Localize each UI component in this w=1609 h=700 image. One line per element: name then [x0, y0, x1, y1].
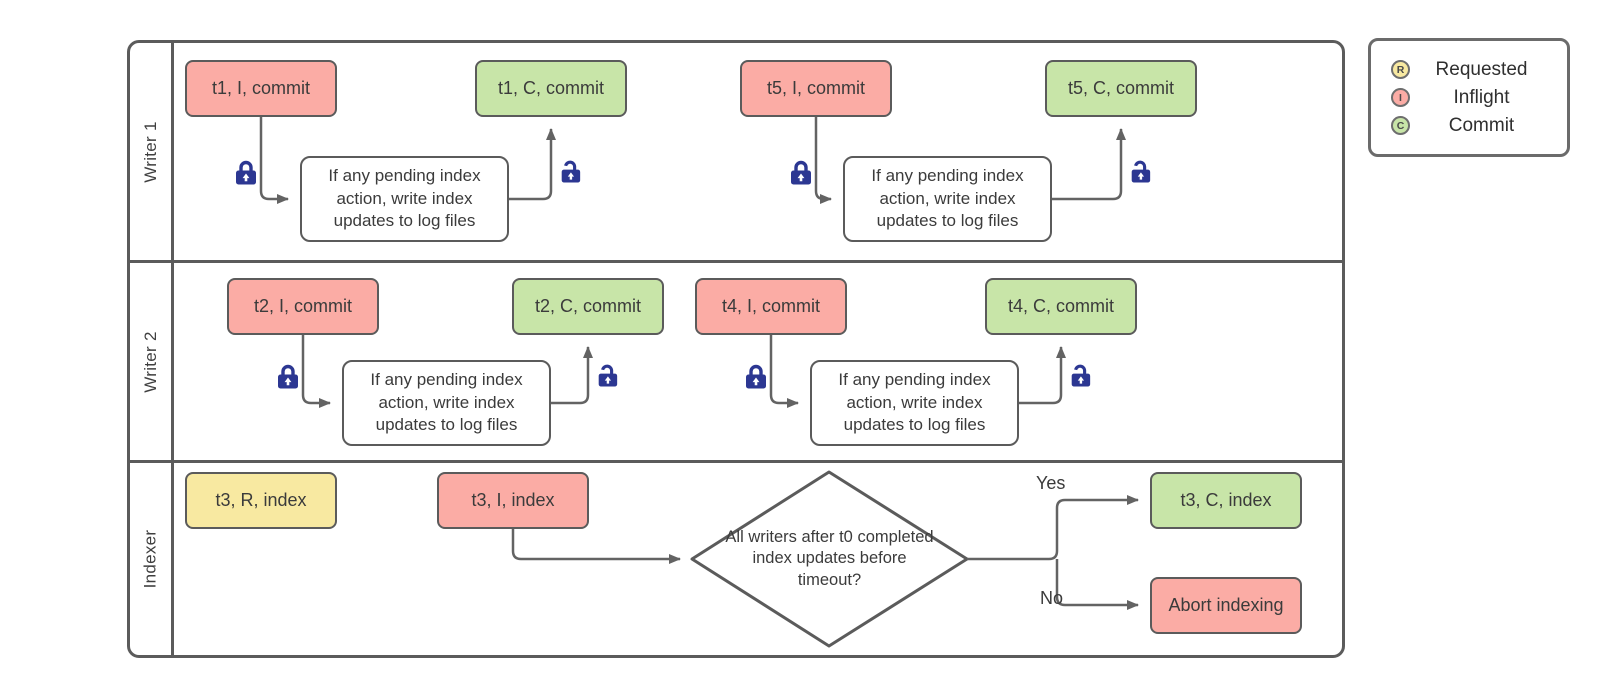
legend-label-commit: Commit: [1448, 114, 1515, 136]
node-t1-commit: t1, C, commit: [475, 60, 627, 117]
yes-edge-label: Yes: [1036, 473, 1066, 493]
inflight-state-icon: I: [1391, 88, 1410, 107]
lane-writer-1: Writer 1: [130, 43, 1342, 260]
process-box-writer2-a: If any pending index action, write index…: [342, 360, 551, 446]
decision-diamond-label: All writers after t0 completed index upd…: [725, 527, 934, 589]
lock-closed-icon: [276, 362, 300, 390]
legend-row-commit: C Commit: [1391, 115, 1553, 137]
process-box-writer1-a: If any pending index action, write index…: [300, 156, 509, 242]
process-box-writer1-b: If any pending index action, write index…: [843, 156, 1052, 242]
node-t4-inflight: t4, I, commit: [695, 278, 847, 335]
lane-indexer: Indexer: [130, 460, 1342, 655]
legend-row-requested: R Requested: [1391, 59, 1553, 81]
process-box-writer2-b: If any pending index action, write index…: [810, 360, 1019, 446]
node-t3-commit: t3, C, index: [1150, 472, 1302, 529]
lock-open-icon: [1068, 361, 1092, 389]
lock-open-icon: [558, 157, 582, 185]
node-t2-inflight: t2, I, commit: [227, 278, 379, 335]
legend: R Requested I Inflight C Commit: [1368, 38, 1570, 157]
swimlane-pool: Writer 1 Writer 2 Indexer: [127, 40, 1345, 658]
lock-closed-icon: [234, 158, 258, 186]
legend-row-inflight: I Inflight: [1391, 87, 1553, 109]
node-t1-inflight: t1, I, commit: [185, 60, 337, 117]
lock-closed-icon: [789, 158, 813, 186]
lane-label-writer-1: Writer 1: [140, 120, 160, 183]
node-t2-commit: t2, C, commit: [512, 278, 664, 335]
lane-label-writer-2: Writer 2: [140, 330, 160, 393]
node-t5-inflight: t5, I, commit: [740, 60, 892, 117]
no-edge-label: No: [1040, 588, 1064, 608]
node-t4-commit: t4, C, commit: [985, 278, 1137, 335]
commit-state-icon: C: [1391, 116, 1410, 135]
requested-state-icon: R: [1391, 60, 1410, 79]
lock-open-icon: [1128, 157, 1152, 185]
lane-writer-2: Writer 2: [130, 260, 1342, 460]
lane-indexer-header: Indexer: [130, 463, 174, 655]
lane-writer-1-header: Writer 1: [130, 43, 174, 260]
lock-closed-icon: [744, 362, 768, 390]
lock-open-icon: [595, 361, 619, 389]
node-t3-inflight: t3, I, index: [437, 472, 589, 529]
legend-label-requested: Requested: [1435, 58, 1528, 80]
lane-label-indexer: Indexer: [140, 529, 160, 589]
node-abort-indexing: Abort indexing: [1150, 577, 1302, 634]
lane-writer-2-header: Writer 2: [130, 263, 174, 460]
node-t5-commit: t5, C, commit: [1045, 60, 1197, 117]
node-t3-requested: t3, R, index: [185, 472, 337, 529]
legend-label-inflight: Inflight: [1453, 86, 1510, 108]
